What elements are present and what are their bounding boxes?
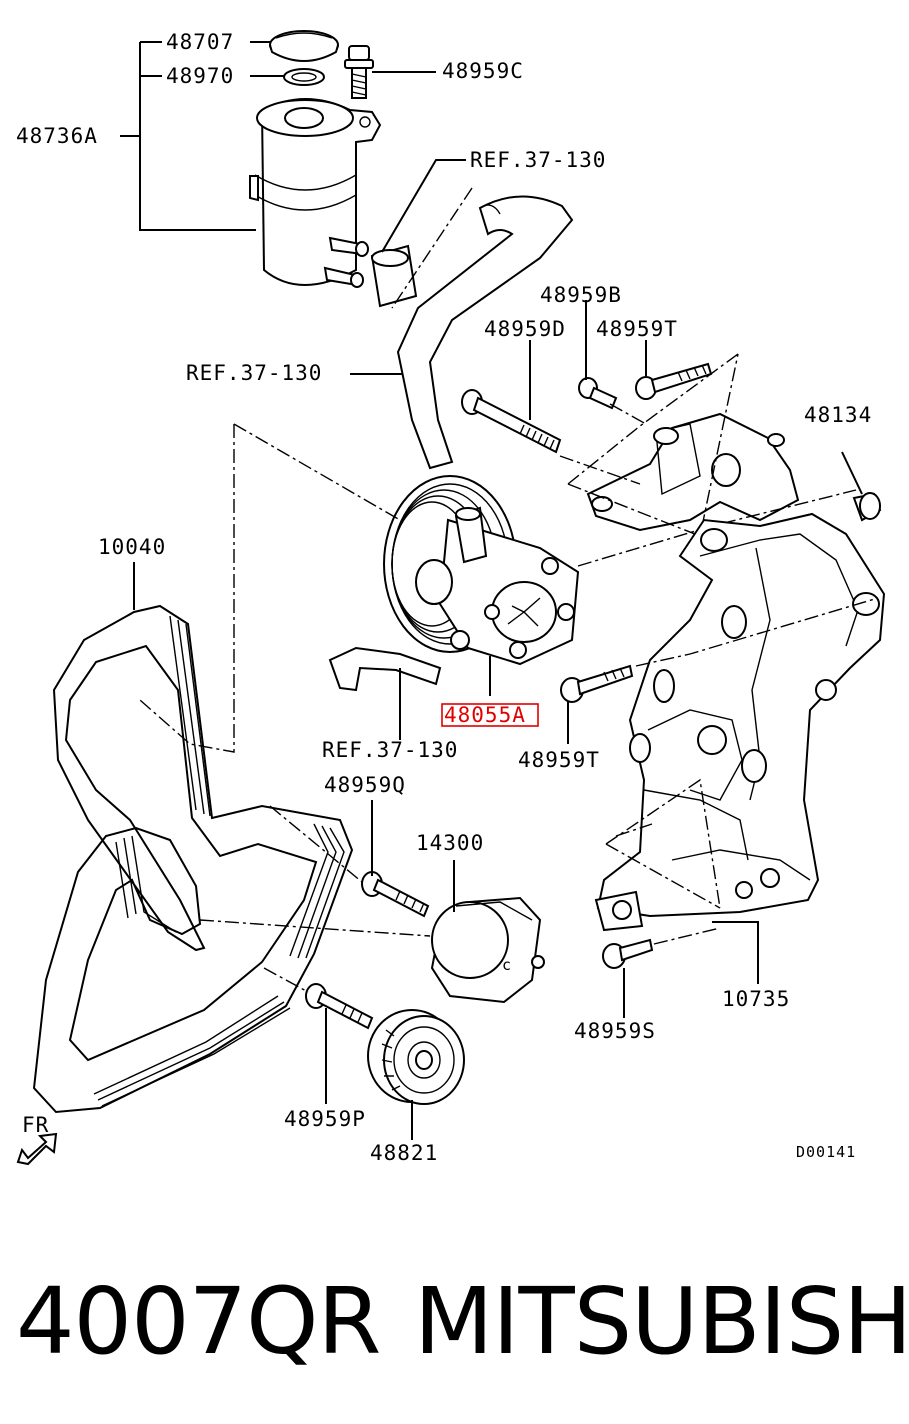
bolt-t-top-part bbox=[635, 362, 713, 400]
label-bolt-t-mid: 48959T bbox=[518, 748, 600, 772]
label-bolt-s: 48959S bbox=[574, 1019, 656, 1043]
tensioner-part: c bbox=[430, 896, 545, 1004]
bolt-s-dash bbox=[653, 927, 721, 945]
upper-bracket-part bbox=[586, 412, 800, 532]
bolt-d-part bbox=[461, 389, 562, 454]
bolt-c-part bbox=[344, 45, 374, 99]
hose-lower bbox=[328, 646, 442, 692]
label-oring: 48970 bbox=[166, 64, 234, 88]
reservoir-group bbox=[120, 30, 436, 288]
oring-part bbox=[283, 68, 325, 86]
ref-top-leader bbox=[381, 159, 466, 253]
label-idler: 48821 bbox=[370, 1141, 438, 1165]
bolt-p-dash bbox=[263, 967, 309, 993]
bolt-p-part bbox=[305, 983, 374, 1030]
hose-group bbox=[328, 159, 574, 740]
belt-pump-dash-top bbox=[233, 423, 401, 521]
idler-part bbox=[367, 1009, 465, 1105]
label-tensioner: 14300 bbox=[416, 831, 484, 855]
fr-arrow-icon bbox=[16, 1132, 58, 1166]
hose-main bbox=[396, 195, 574, 470]
reservoir-bracket-line bbox=[139, 42, 256, 231]
bolt-b-part bbox=[578, 377, 618, 410]
reservoir-part bbox=[249, 98, 382, 288]
bolt-q-part bbox=[361, 871, 430, 918]
label-ref-top: REF.37-130 bbox=[470, 148, 606, 172]
bush-part bbox=[852, 492, 882, 522]
pump-part bbox=[383, 475, 580, 696]
bracket-leader bbox=[712, 921, 759, 984]
ref-top-dash bbox=[391, 187, 473, 309]
label-bracket: 10735 bbox=[722, 987, 790, 1011]
bolt-q-dash bbox=[269, 805, 363, 883]
bolt-d-dash bbox=[559, 455, 641, 485]
main-bracket-part bbox=[594, 512, 886, 932]
pump-highlight-box bbox=[441, 703, 539, 727]
bracket-lower-dash bbox=[605, 778, 721, 909]
label-fr: FR bbox=[22, 1113, 49, 1137]
label-bolt-b: 48959B bbox=[540, 283, 622, 307]
tensioner-dash bbox=[199, 919, 431, 937]
bolt-t-mid-dash bbox=[635, 597, 879, 667]
label-ref-mid: REF.37-130 bbox=[186, 361, 322, 385]
label-bolt-t-top: 48959T bbox=[596, 317, 678, 341]
reservoir-bracket-ticks bbox=[120, 41, 162, 137]
label-bolt-c: 48959C bbox=[442, 59, 524, 83]
label-cap: 48707 bbox=[166, 30, 234, 54]
bush-leader bbox=[841, 451, 863, 495]
pump-bracket-dash bbox=[577, 489, 857, 567]
label-pump: 48055A bbox=[444, 703, 526, 727]
footer-part-code: 4007QR bbox=[16, 1268, 381, 1375]
svg-text:c: c bbox=[502, 956, 512, 974]
upper-bracket-dash bbox=[567, 353, 739, 537]
label-reservoir: 48736A bbox=[16, 124, 98, 148]
label-bolt-d: 48959D bbox=[484, 317, 566, 341]
footer-brand: MITSUBISHI bbox=[414, 1268, 909, 1375]
bolt-s-part bbox=[602, 938, 654, 969]
label-bolt-q: 48959Q bbox=[324, 773, 406, 797]
bolt-b-dash bbox=[609, 403, 647, 425]
label-drawing-code: D00141 bbox=[796, 1143, 856, 1161]
bolt-t-mid-part bbox=[560, 664, 634, 703]
belt-pump-dash-left bbox=[139, 424, 235, 753]
label-belt: 10040 bbox=[98, 535, 166, 559]
label-ref-bottom: REF.37-130 bbox=[322, 738, 458, 762]
cap-part bbox=[269, 30, 339, 62]
label-bolt-p: 48959P bbox=[284, 1107, 366, 1131]
label-bush: 48134 bbox=[804, 403, 872, 427]
belt-part bbox=[32, 604, 354, 1114]
